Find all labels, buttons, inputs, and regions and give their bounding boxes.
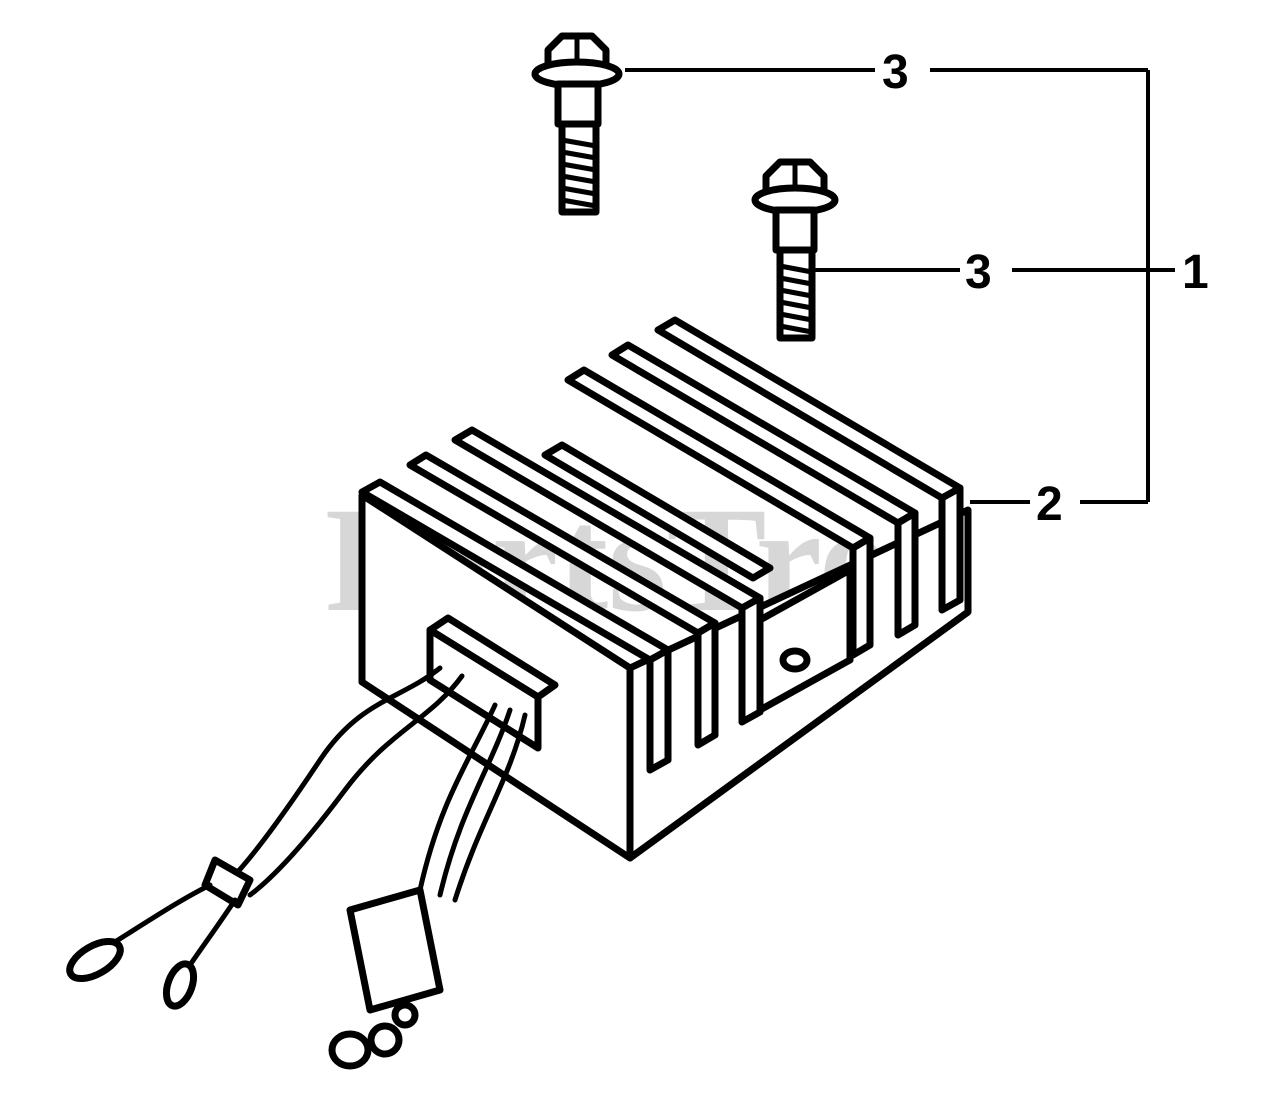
callout-assembly[interactable]: 1 xyxy=(1182,246,1209,299)
callout-bolt-mid[interactable]: 3 xyxy=(965,246,992,299)
flange-bolt-icon[interactable] xyxy=(531,32,623,216)
callout-regulator[interactable]: 2 xyxy=(1036,478,1063,531)
flange-bolt-icon[interactable] xyxy=(751,158,839,342)
wire-connector-icon[interactable] xyxy=(64,665,528,1070)
rectifier-regulator-icon[interactable] xyxy=(358,316,972,862)
leader-lines xyxy=(625,68,1175,504)
callout-bolt-top[interactable]: 3 xyxy=(882,46,909,99)
